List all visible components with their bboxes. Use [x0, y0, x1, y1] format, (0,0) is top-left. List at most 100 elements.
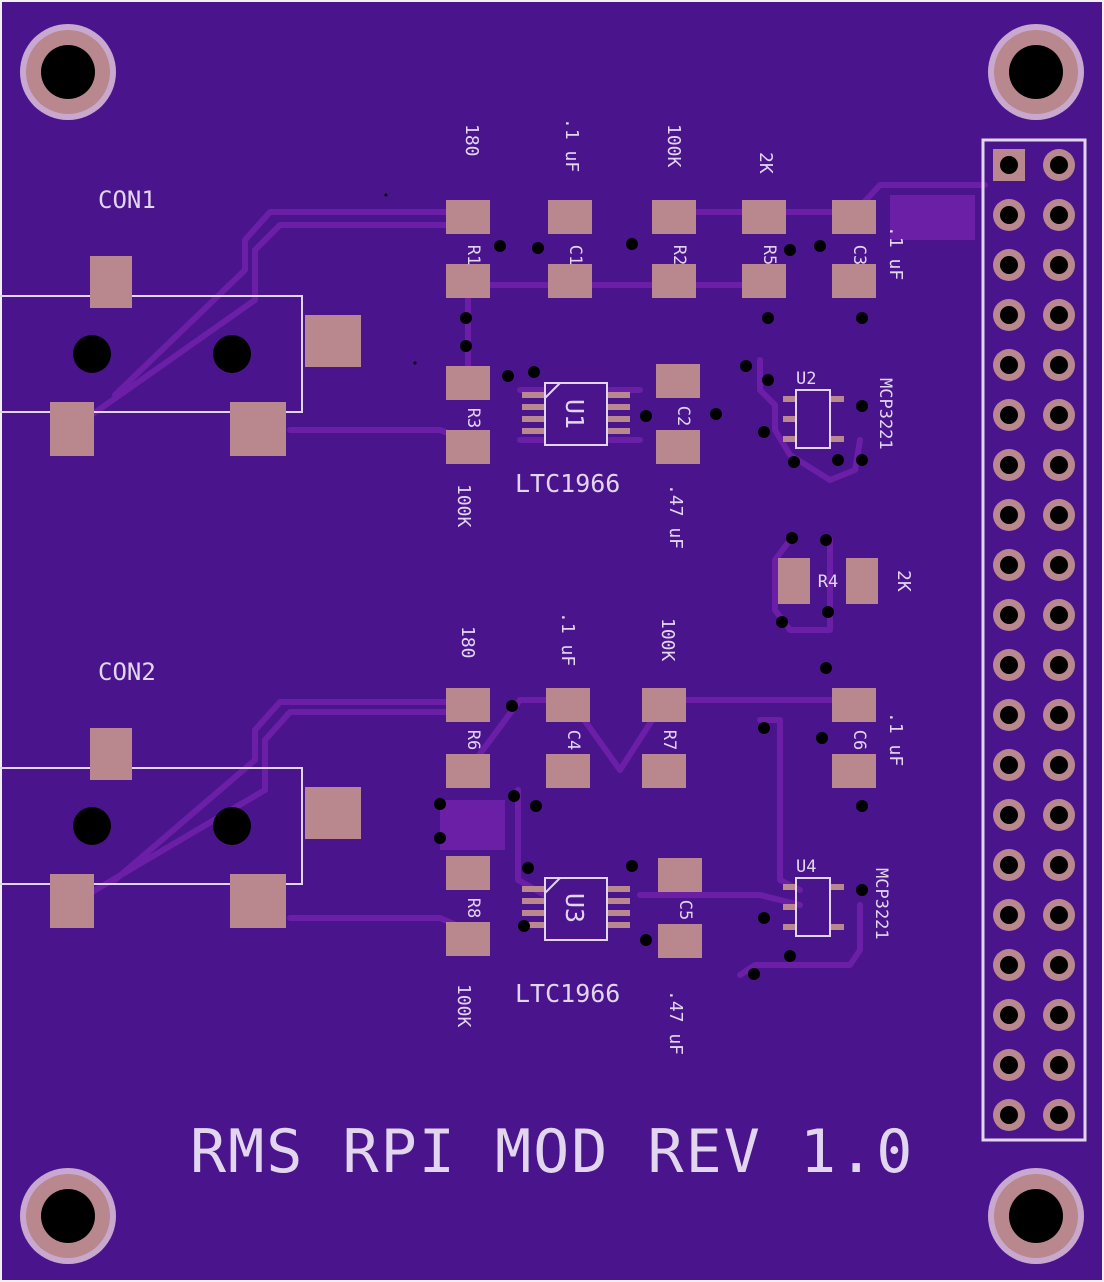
c3-value: .1 uF: [885, 226, 906, 280]
resistor-r8: R8 100K: [446, 856, 490, 1028]
u3-ref: U3: [560, 893, 589, 923]
header-pin: [993, 499, 1025, 531]
header-pins: [993, 149, 1075, 1131]
c4-value: .1 uF: [557, 612, 578, 666]
r7-ref: R7: [659, 730, 679, 750]
header-pin: [1043, 749, 1075, 781]
resistor-r2: R2 100K: [652, 124, 696, 298]
r5-ref: R5: [759, 245, 779, 265]
header-pin: [993, 199, 1025, 231]
header-pin: [993, 149, 1025, 181]
u3-value: LTC1966: [515, 979, 620, 1008]
mounting-hole: [20, 24, 116, 120]
r2-value: 100K: [663, 124, 684, 168]
r6-ref: R6: [463, 730, 483, 750]
r6-value: 180: [457, 626, 478, 659]
channel-2: R6 180 C4 .1 uF R7 100K C6 .1 uF R8 100K: [446, 612, 906, 1055]
header-pin: [993, 249, 1025, 281]
header-pin: [993, 449, 1025, 481]
c1-ref: C1: [565, 245, 585, 265]
header-pin: [1043, 649, 1075, 681]
header-pin: [993, 599, 1025, 631]
header-pin: [993, 649, 1025, 681]
header-pin: [1043, 149, 1075, 181]
header-pin: [1043, 299, 1075, 331]
r3-ref: R3: [463, 408, 483, 428]
r2-ref: R2: [669, 245, 689, 265]
r4-value: 2K: [893, 570, 914, 592]
resistor-r7: R7 100K: [642, 618, 686, 788]
header-pin: [1043, 849, 1075, 881]
header-pin: [1043, 449, 1075, 481]
header-pin: [993, 899, 1025, 931]
u2-value: MCP3221: [875, 378, 895, 450]
gpio-header: [981, 138, 1087, 1142]
header-pin: [993, 299, 1025, 331]
mounting-hole: [988, 24, 1084, 120]
header-pin: [1043, 399, 1075, 431]
r5-value: 2K: [755, 152, 776, 174]
header-pin: [993, 749, 1025, 781]
header-pin: [993, 849, 1025, 881]
header-pin: [1043, 799, 1075, 831]
c2-ref: C2: [673, 406, 693, 426]
c4-ref: C4: [563, 730, 583, 750]
header-pin: [993, 999, 1025, 1031]
c5-ref: C5: [675, 900, 695, 920]
u4-value: MCP3221: [871, 868, 891, 940]
header-pin: [993, 349, 1025, 381]
board-title: RMS RPI MOD REV 1.0: [190, 1117, 914, 1187]
header-pin: [993, 799, 1025, 831]
connector-con1: CON1: [0, 186, 361, 456]
mounting-holes: [20, 24, 1084, 1264]
capacitor-c4: C4 .1 uF: [546, 612, 590, 788]
c2-value: .47 uF: [665, 484, 686, 549]
connector-con2: CON2: [0, 658, 361, 928]
header-pin: [993, 1099, 1025, 1131]
mounting-hole: [988, 1168, 1084, 1264]
header-pin: [993, 699, 1025, 731]
resistor-r3: R3 100K: [446, 366, 490, 528]
header-pin: [1043, 949, 1075, 981]
ic-u1: U1 LTC1966: [515, 382, 630, 498]
header-pin: [993, 1049, 1025, 1081]
capacitor-c3: C3 .1 uF: [832, 200, 906, 298]
r3-value: 100K: [453, 484, 474, 528]
header-pin: [993, 949, 1025, 981]
header-pin: [993, 549, 1025, 581]
c1-value: .1 uF: [561, 118, 582, 172]
vias: [384, 193, 868, 980]
header-pin: [1043, 1099, 1075, 1131]
header-pin: [1043, 899, 1075, 931]
r4-ref: R4: [818, 572, 838, 592]
header-pin: [1043, 499, 1075, 531]
u2-ref: U2: [796, 369, 816, 389]
con2-label: CON2: [98, 658, 156, 686]
resistor-r4: R4 2K: [778, 558, 914, 604]
r8-value: 100K: [453, 984, 474, 1028]
resistor-r1: R1 180: [446, 124, 490, 298]
c6-value: .1 uF: [885, 712, 906, 766]
u4-ref: U4: [796, 857, 816, 877]
header-pin: [1043, 999, 1075, 1031]
capacitor-c5: C5 .47 uF: [658, 858, 702, 1055]
r7-value: 100K: [657, 618, 678, 662]
ic-u3: U3 LTC1966: [515, 877, 630, 1008]
capacitor-c6: C6 .1 uF: [832, 688, 906, 788]
c5-value: .47 uF: [665, 990, 686, 1055]
header-pin: [993, 399, 1025, 431]
ic-u4: U4 MCP3221: [783, 857, 891, 940]
header-pin: [1043, 349, 1075, 381]
mounting-hole: [20, 1168, 116, 1264]
resistor-r6: R6 180: [446, 626, 490, 788]
r8-ref: R8: [463, 898, 483, 918]
c3-ref: C3: [849, 245, 869, 265]
ic-u2: U2 MCP3221: [783, 369, 895, 450]
capacitor-c1: C1 .1 uF: [548, 118, 592, 298]
header-pin: [1043, 249, 1075, 281]
header-pin: [1043, 1049, 1075, 1081]
resistor-r5: R5 2K: [742, 152, 786, 298]
u1-ref: U1: [560, 399, 589, 429]
